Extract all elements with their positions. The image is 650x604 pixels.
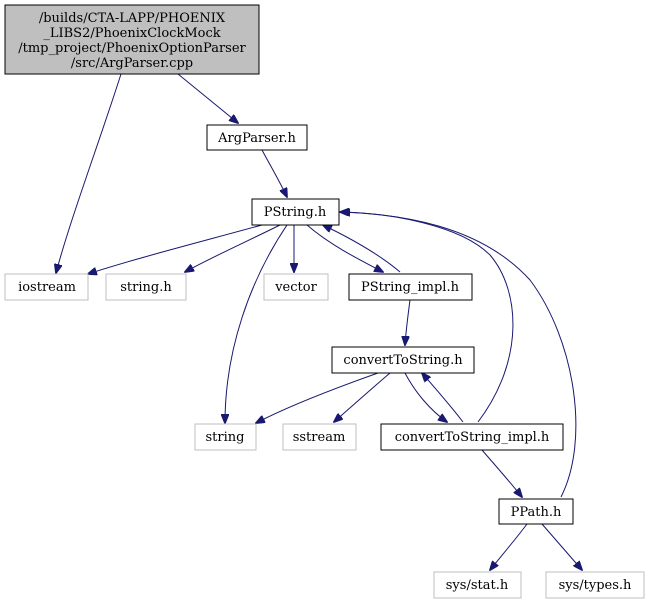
node-string-h-label: string.h (120, 280, 172, 295)
node-converttostring-impl-h-box (380, 423, 564, 451)
node-iostream-label: iostream (18, 280, 76, 295)
node-converttostring-h-label: convertToString.h (343, 353, 463, 368)
edge-ppath-h-to-sys-stat-h (490, 523, 528, 570)
node-pstring-impl-h-label: PString_impl.h (361, 280, 460, 295)
node-sys-types-h-label: sys/types.h (559, 578, 632, 593)
node-argparser-cpp-line-1: /builds/CTA-LAPP/PHOENIX (39, 11, 226, 26)
node-string-box (194, 423, 257, 451)
node-iostream-box (4, 273, 89, 301)
edge-converttostring-impl-h-to-ppath-h (481, 449, 522, 497)
edge-converttostring-impl-h-to-converttostring-h (422, 373, 464, 423)
node-vector[interactable]: vector (263, 273, 329, 301)
node-argparser-h[interactable]: ArgParser.h (206, 124, 308, 151)
node-argparser-cpp-box (4, 4, 260, 75)
edge-pstring-h-to-iostream (88, 224, 263, 274)
node-argparser-cpp-line-4: /src/ArgParser.cpp (71, 56, 193, 71)
edge-argparser-h-to-pstring-h (261, 149, 287, 197)
node-sys-stat-h-label: sys/stat.h (446, 578, 509, 593)
node-sys-types-h-box (545, 571, 645, 599)
edge-converttostring-h-to-sstream (334, 372, 391, 422)
node-argparser-h-box (206, 124, 308, 151)
nodes: /builds/CTA-LAPP/PHOENIX _LIBS2/PhoenixC… (4, 4, 645, 599)
node-pstring-h[interactable]: PString.h (251, 198, 340, 226)
node-string-h[interactable]: string.h (105, 273, 187, 301)
node-pstring-h-box (251, 198, 340, 226)
edge-ppath-h-to-sys-types-h (541, 523, 582, 570)
node-sys-stat-h[interactable]: sys/stat.h (433, 571, 522, 599)
edges (56, 73, 582, 570)
edge-converttostring-impl-h-to-pstring-h (340, 212, 514, 423)
edge-converttostring-h-to-converttostring-impl-h (404, 372, 447, 422)
node-converttostring-impl-h-label: convertToString_impl.h (395, 430, 550, 445)
node-argparser-cpp-line-2: _LIBS2/PhoenixClockMock (43, 26, 220, 41)
node-sys-types-h[interactable]: sys/types.h (545, 571, 645, 599)
node-sstream-label: sstream (293, 430, 346, 445)
edge-pstring-impl-h-to-pstring-h (323, 225, 401, 273)
node-sstream-box (282, 423, 357, 451)
edge-ppath-h-to-pstring-h (341, 212, 577, 498)
node-converttostring-impl-h[interactable]: convertToString_impl.h (380, 423, 564, 451)
edge-pstring-h-to-string-h (185, 224, 281, 272)
node-vector-label: vector (274, 280, 317, 295)
edge-converttostring-h-to-string (256, 372, 379, 423)
edge-argparser-cpp-to-argparser-h (177, 73, 238, 123)
edge-argparser-cpp-to-iostream (56, 73, 122, 273)
node-ppath-h[interactable]: PPath.h (498, 498, 574, 525)
node-ppath-h-label: PPath.h (511, 505, 562, 520)
node-string-label: string (206, 430, 245, 445)
edge-pstring-impl-h-to-converttostring-h (405, 299, 411, 345)
node-sstream[interactable]: sstream (282, 423, 357, 451)
node-sys-stat-h-box (433, 571, 522, 599)
node-ppath-h-box (498, 498, 574, 525)
node-argparser-cpp-line-3: /tmp_project/PhoenixOptionParser (18, 41, 246, 56)
node-vector-box (263, 273, 329, 301)
node-pstring-h-label: PString.h (264, 205, 327, 220)
edge-pstring-h-to-string (225, 224, 288, 423)
node-converttostring-h[interactable]: convertToString.h (331, 346, 475, 374)
node-converttostring-h-box (331, 346, 475, 374)
node-argparser-h-label: ArgParser.h (217, 131, 296, 146)
node-pstring-impl-h-box (348, 273, 473, 301)
node-string-h-box (105, 273, 187, 301)
node-string[interactable]: string (194, 423, 257, 451)
node-argparser-cpp[interactable]: /builds/CTA-LAPP/PHOENIX _LIBS2/PhoenixC… (4, 4, 260, 75)
node-pstring-impl-h[interactable]: PString_impl.h (348, 273, 473, 301)
edge-pstring-h-to-pstring-impl-h (306, 224, 383, 272)
node-iostream[interactable]: iostream (4, 273, 89, 301)
